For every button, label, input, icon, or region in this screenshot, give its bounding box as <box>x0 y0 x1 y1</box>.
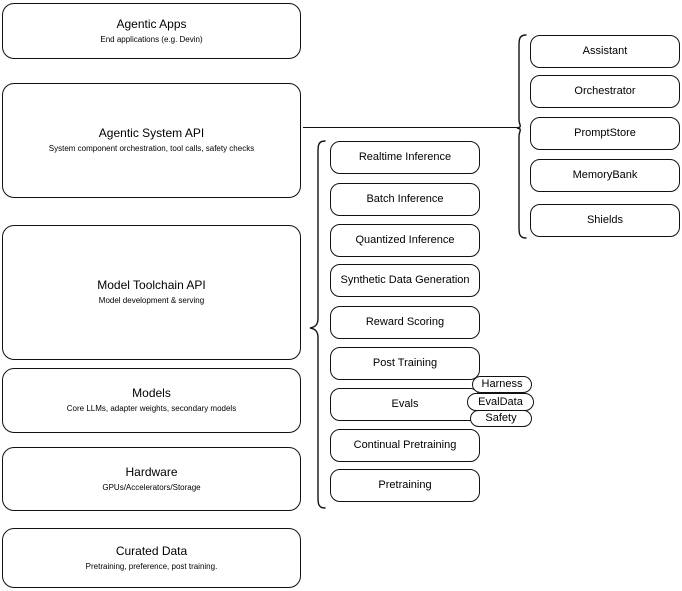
layer-subtitle: Model development & serving <box>98 296 205 305</box>
capability-box-continual-pretraining[interactable]: Continual Pretraining <box>330 429 480 462</box>
layer-subtitle: GPUs/Accelerators/Storage <box>102 482 201 492</box>
capability-box-realtime-inference[interactable]: Realtime Inference <box>330 141 480 174</box>
right-column-brace <box>516 34 527 239</box>
layer-box-agentic-system-api[interactable]: Agentic System API System component orch… <box>2 83 301 198</box>
component-box-shields[interactable]: Shields <box>530 204 680 237</box>
capability-label: Quantized Inference <box>355 234 455 246</box>
capability-label: Synthetic Data Generation <box>340 274 470 286</box>
capability-box-pretraining[interactable]: Pretraining <box>330 469 480 502</box>
capability-label: Post Training <box>372 357 438 369</box>
capability-box-quantized-inference[interactable]: Quantized Inference <box>330 224 480 257</box>
layer-subtitle: End applications (e.g. Devin) <box>100 34 203 44</box>
layer-subtitle: Pretraining, preference, post training. <box>85 561 218 571</box>
component-label: Shields <box>586 214 624 226</box>
component-box-assistant[interactable]: Assistant <box>530 35 680 68</box>
capability-label: Reward Scoring <box>365 316 445 328</box>
badge-label: Harness <box>481 378 523 390</box>
badge-evaldata[interactable]: EvalData <box>467 393 534 411</box>
component-box-promptstore[interactable]: PromptStore <box>530 117 680 150</box>
layer-subtitle: Core LLMs, adapter weights, secondary mo… <box>66 404 237 413</box>
layer-box-model-toolchain-api[interactable]: Model Toolchain API Model development & … <box>2 225 301 360</box>
capability-label: Batch Inference <box>366 193 444 205</box>
badge-label: Safety <box>485 412 517 424</box>
layer-box-models[interactable]: Models Core LLMs, adapter weights, secon… <box>2 368 301 433</box>
capability-box-synthetic-data-generation[interactable]: Synthetic Data Generation <box>330 264 480 297</box>
badge-label: EvalData <box>478 395 523 408</box>
layer-title: Agentic Apps <box>116 16 187 31</box>
layer-title: Models <box>132 386 171 400</box>
component-label: Orchestrator <box>574 85 636 97</box>
capability-box-batch-inference[interactable]: Batch Inference <box>330 183 480 216</box>
layer-title: Curated Data <box>115 543 188 558</box>
capability-box-reward-scoring[interactable]: Reward Scoring <box>330 306 480 339</box>
component-box-orchestrator[interactable]: Orchestrator <box>530 75 680 108</box>
layer-box-hardware[interactable]: Hardware GPUs/Accelerators/Storage <box>2 447 301 511</box>
layer-subtitle: System component orchestration, tool cal… <box>48 144 255 153</box>
badge-safety[interactable]: Safety <box>470 410 532 427</box>
layer-title: Model Toolchain API <box>97 278 206 292</box>
component-box-memorybank[interactable]: MemoryBank <box>530 159 680 192</box>
capability-label: Realtime Inference <box>358 151 452 163</box>
layer-box-curated-data[interactable]: Curated Data Pretraining, preference, po… <box>2 528 301 588</box>
layer-title: Hardware <box>125 464 178 479</box>
component-label: Assistant <box>582 45 628 57</box>
badge-harness[interactable]: Harness <box>472 376 532 393</box>
layer-title: Agentic System API <box>98 126 205 140</box>
capability-box-evals[interactable]: Evals <box>330 388 480 421</box>
middle-column-brace <box>309 140 326 509</box>
capability-label: Evals <box>391 398 419 410</box>
layer-box-agentic-apps[interactable]: Agentic Apps End applications (e.g. Devi… <box>2 3 301 59</box>
capability-label: Pretraining <box>378 479 432 491</box>
component-label: PromptStore <box>574 127 636 139</box>
capability-box-post-training[interactable]: Post Training <box>330 347 480 380</box>
component-label: MemoryBank <box>572 169 638 181</box>
capability-label: Continual Pretraining <box>353 439 457 451</box>
agentic-api-to-components-connector <box>303 127 517 128</box>
